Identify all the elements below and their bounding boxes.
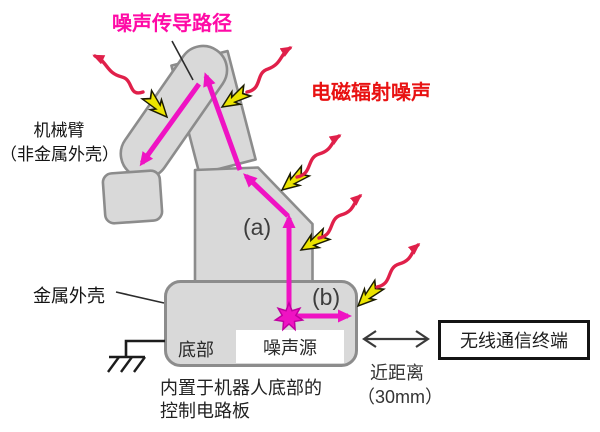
metal-shell-pointer-line: [115, 291, 165, 304]
emi-label: 电磁辐射噪声: [311, 82, 431, 104]
noise-path-arrow-down-arm: [139, 82, 202, 167]
noise-path-arrow-slant: [243, 173, 290, 218]
robot-body: [193, 166, 314, 286]
noise-path-label: 噪声传导路径: [112, 13, 232, 35]
robot-hand: [101, 169, 164, 225]
noise-path-pointer-line: [171, 40, 194, 81]
arm-label: 机械臂 （非金属外壳）: [0, 119, 119, 167]
board-label: 内置于机器人底部的 控制电路板: [160, 377, 322, 423]
radiation-wave-icon: [92, 54, 145, 95]
terminal-box: 无线通信终端: [438, 320, 590, 360]
radiation-wave-icon: [295, 134, 342, 179]
label-b: (b): [312, 284, 341, 310]
metal-shell-label: 金属外壳: [33, 286, 105, 306]
distance-label-line1: 近距离: [370, 363, 424, 383]
noise-source-label: 噪声源: [263, 337, 317, 358]
radiation-wave-icon: [317, 194, 363, 240]
distance-label: 近距离 （30mm）: [357, 361, 443, 409]
distance-arrow-icon: [362, 330, 430, 348]
distance-label-line2: （30mm）: [357, 387, 444, 407]
radiation-wave-icon: [245, 46, 293, 94]
terminal-label: 无线通信终端: [460, 331, 568, 351]
noise-source-panel: [236, 330, 344, 363]
noise-source-star-icon: [273, 300, 305, 332]
board-label-line1: 内置于机器人底部的: [160, 378, 322, 398]
ground-symbol-icon: [107, 339, 165, 373]
board-label-line2: 控制电路板: [160, 401, 250, 421]
arm-label-line1: 机械臂: [33, 121, 85, 140]
label-a: (a): [243, 214, 272, 240]
base-bottom-label: 底部: [178, 340, 214, 360]
noise-path-arrow-up-arm: [203, 72, 243, 171]
arm-label-line2: （非金属外壳）: [0, 145, 119, 164]
radiation-wave-icon: [375, 243, 421, 289]
